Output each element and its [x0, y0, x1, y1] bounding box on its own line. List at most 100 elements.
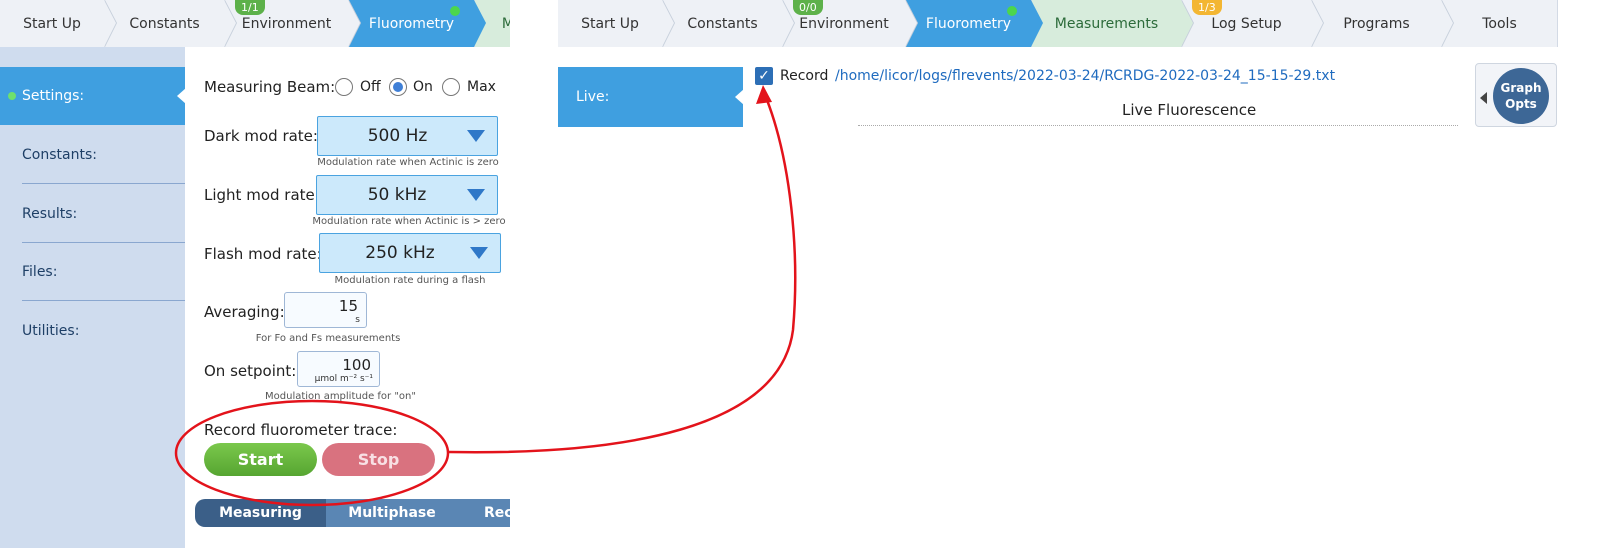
tab-label: Constants — [687, 15, 758, 32]
tab-label: Start Up — [581, 15, 639, 32]
tab-fluorometry[interactable]: Fluorometry — [349, 0, 486, 47]
on-setpoint-input[interactable]: 100 µmol m⁻² s⁻¹ — [297, 351, 380, 387]
tab-measurements[interactable]: Measurements — [1032, 0, 1194, 47]
graph-opts-line2: Opts — [1505, 97, 1537, 111]
tab-label: Log Setup — [1211, 15, 1282, 32]
tab-tools[interactable]: Tools — [1442, 0, 1558, 47]
record-label: Record — [780, 68, 829, 84]
main-tab-bar: Start Up Constants 0/0 Environment Fluor… — [558, 0, 1558, 47]
collapse-arrow-icon[interactable] — [1480, 92, 1487, 104]
dropdown-arrow-icon — [470, 247, 488, 259]
dropdown-arrow-icon — [467, 189, 485, 201]
dark-mod-value: 500 Hz — [367, 126, 428, 146]
status-dot-icon — [450, 6, 460, 16]
graph-opts-line1: Graph — [1500, 81, 1542, 95]
averaging-label: Averaging: — [204, 303, 285, 321]
sidebar-item-label: Files: — [22, 263, 58, 280]
tab-label: Environment — [241, 15, 332, 32]
tab-label: M — [501, 15, 510, 32]
flash-mod-label: Flash mod rate: — [204, 245, 322, 263]
dark-mod-hint: Modulation rate when Actinic is zero — [317, 157, 499, 168]
tab-start-up[interactable]: Start Up — [0, 0, 117, 47]
chart-title: Live Fluorescence — [1122, 101, 1257, 119]
left-sidebar: Settings: Constants: Results: Files: Uti… — [0, 47, 186, 548]
tab-label: Start Up — [23, 15, 81, 32]
light-mod-label: Light mod rate: — [204, 186, 320, 204]
left-screenshot-panel: Start Up Constants 1/1 Environment Fluor… — [0, 0, 510, 548]
sub-tab-bar: Measuring Multiphase Rect — [195, 499, 510, 529]
light-mod-select[interactable]: 50 kHz — [316, 175, 498, 215]
tab-environment[interactable]: 1/1 Environment — [225, 0, 361, 47]
dark-mod-label: Dark mod rate: — [204, 127, 318, 145]
tab-label: Constants — [129, 15, 200, 32]
averaging-value: 15 — [338, 297, 358, 315]
averaging-input[interactable]: 15 s — [284, 292, 367, 328]
status-dot-icon — [1007, 6, 1017, 16]
sidebar-item-settings[interactable]: Settings: — [0, 67, 186, 125]
beam-on-radio[interactable] — [389, 78, 407, 96]
sidebar-item-label: Utilities: — [22, 323, 80, 339]
on-setpoint-label: On setpoint: — [204, 362, 297, 380]
sidebar-item-files[interactable]: Files: — [22, 243, 185, 301]
subtab-rect[interactable]: Rect — [458, 499, 510, 527]
light-mod-hint: Modulation rate when Actinic is > zero — [312, 216, 506, 227]
measuring-beam-label: Measuring Beam: — [204, 78, 336, 96]
beam-max-radio[interactable] — [442, 78, 460, 96]
tab-label: Environment — [799, 15, 889, 32]
sidebar-item-constants[interactable]: Constants: — [22, 126, 185, 184]
sidebar-item-label: Live: — [576, 89, 610, 105]
stop-button[interactable]: Stop — [322, 443, 435, 476]
tab-fluorometry[interactable]: Fluorometry — [906, 0, 1043, 47]
right-screenshot-panel: Start Up Constants 0/0 Environment Fluor… — [558, 0, 1558, 128]
sidebar-item-label: Results: — [22, 205, 78, 222]
record-checkbox[interactable]: ✓ — [755, 67, 773, 85]
notch-icon — [735, 89, 744, 105]
tab-badge: 1/3 — [1192, 0, 1222, 15]
flash-mod-select[interactable]: 250 kHz — [319, 233, 501, 273]
beam-off-label: Off — [360, 79, 381, 95]
status-dot-icon — [8, 92, 16, 100]
tab-label: Programs — [1343, 15, 1410, 32]
subtab-multiphase[interactable]: Multiphase — [326, 499, 458, 527]
dropdown-arrow-icon — [467, 130, 485, 142]
beam-off-radio[interactable] — [335, 78, 353, 96]
tab-badge: 0/0 — [793, 0, 823, 15]
flash-mod-value: 250 kHz — [365, 243, 435, 263]
tab-constants[interactable]: Constants — [105, 0, 237, 47]
tab-log-setup[interactable]: 1/3 Log Setup — [1182, 0, 1324, 47]
log-file-path[interactable]: /home/licor/logs/flrevents/2022-03-24/RC… — [835, 68, 1336, 84]
sidebar-item-results[interactable]: Results: — [22, 185, 185, 243]
notch-icon — [177, 88, 186, 104]
dark-mod-select[interactable]: 500 Hz — [317, 116, 498, 156]
start-button[interactable]: Start — [204, 443, 317, 476]
beam-on-label: On — [413, 79, 433, 95]
averaging-hint: For Fo and Fs measurements — [255, 333, 401, 344]
main-tab-bar: Start Up Constants 1/1 Environment Fluor… — [0, 0, 510, 47]
settings-content: Measuring Beam: Off On Max Dark mod rate… — [185, 47, 510, 548]
on-setpoint-hint: Modulation amplitude for "on" — [265, 391, 416, 402]
sidebar-item-label: Constants: — [22, 146, 97, 163]
tab-programs[interactable]: Programs — [1312, 0, 1454, 47]
subtab-measuring[interactable]: Measuring — [195, 499, 326, 527]
light-mod-value: 50 kHz — [367, 185, 427, 205]
averaging-unit: s — [355, 315, 360, 325]
tab-label: Measurements — [1054, 15, 1159, 32]
sidebar-item-utilities[interactable]: Utilities: — [0, 302, 185, 360]
chart-axis — [858, 125, 1458, 128]
sidebar-item-live[interactable]: Live: — [558, 67, 744, 127]
tab-badge: 1/1 — [235, 0, 265, 15]
tab-start-up[interactable]: Start Up — [558, 0, 675, 47]
on-setpoint-value: 100 — [342, 356, 371, 374]
sidebar-item-label: Settings: — [22, 88, 85, 104]
tab-label: Tools — [1482, 15, 1517, 32]
record-trace-label: Record fluorometer trace: — [204, 421, 398, 439]
tab-label: Fluorometry — [925, 15, 1012, 32]
tab-label: Fluorometry — [368, 15, 455, 32]
on-setpoint-unit: µmol m⁻² s⁻¹ — [314, 374, 373, 384]
flash-mod-hint: Modulation rate during a flash — [334, 275, 486, 286]
tab-environment[interactable]: 0/0 Environment — [783, 0, 918, 47]
tab-constants[interactable]: Constants — [663, 0, 795, 47]
beam-max-label: Max — [467, 79, 496, 95]
